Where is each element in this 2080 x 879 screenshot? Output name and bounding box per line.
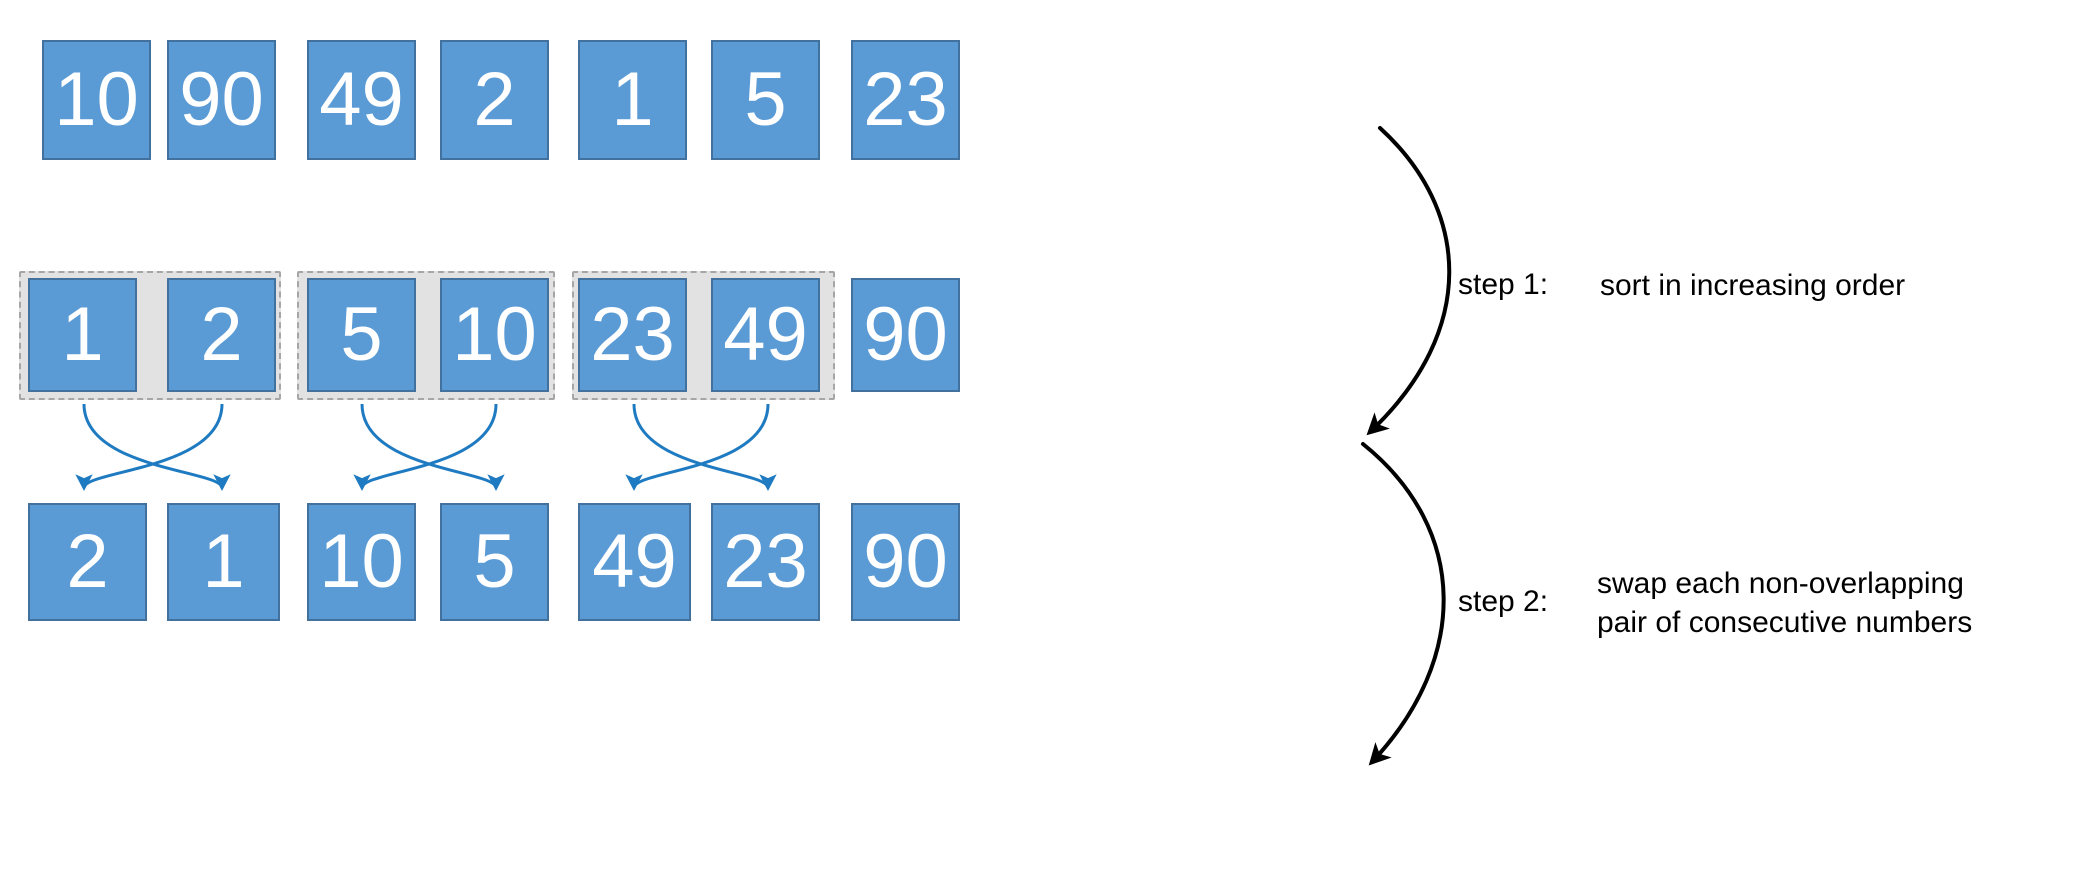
- step-2-description: swap each non-overlapping pair of consec…: [1597, 567, 1973, 639]
- swap-arrow-icon-pair1: [75, 403, 231, 491]
- array-cell: 90: [851, 278, 960, 392]
- array-cell: 2: [28, 503, 147, 621]
- array-cell: 90: [851, 503, 960, 621]
- swap-arrow-icon-pair2: [353, 403, 505, 491]
- array-cell: 1: [28, 278, 137, 392]
- array-cell: 2: [440, 40, 549, 160]
- step-arrow-icon-1: [1366, 126, 1452, 436]
- array-cell: 1: [578, 40, 687, 160]
- array-cell: 23: [578, 278, 687, 392]
- array-cell: 23: [851, 40, 960, 160]
- array-cell: 90: [167, 40, 276, 160]
- step-arrow-icon-2: [1361, 442, 1446, 766]
- swap-arrow-icon-pair3: [625, 403, 777, 491]
- array-cell: 1: [167, 503, 280, 621]
- array-cell: 2: [167, 278, 276, 392]
- array-cell: 23: [711, 503, 820, 621]
- array-cell: 10: [440, 278, 549, 392]
- array-cell: 5: [711, 40, 820, 160]
- array-cell: 49: [307, 40, 416, 160]
- array-cell: 10: [42, 40, 151, 160]
- array-cell: 49: [578, 503, 691, 621]
- step-1-description: sort in increasing order: [1600, 269, 1906, 302]
- array-cell: 49: [711, 278, 820, 392]
- array-cell: 5: [440, 503, 549, 621]
- step-1-label: step 1:: [1458, 268, 1549, 301]
- array-cell: 5: [307, 278, 416, 392]
- step-2-label: step 2:: [1458, 585, 1549, 618]
- array-cell: 10: [307, 503, 416, 621]
